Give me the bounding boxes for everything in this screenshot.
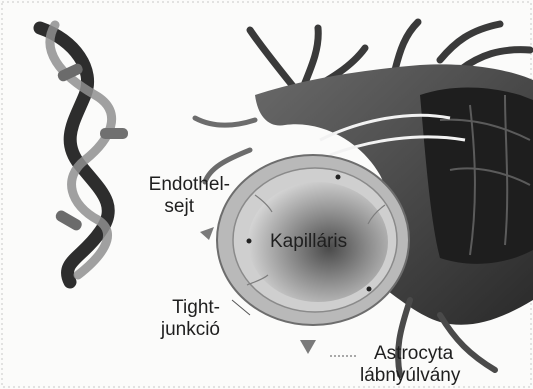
label-tight-line1: Tight- (120, 297, 220, 319)
endothelial-nucleus-3 (367, 287, 372, 292)
astrocyte-process-left (195, 118, 255, 182)
label-kapillaris: Kapilláris (270, 231, 347, 253)
foot-left (200, 227, 214, 240)
label-endothel-line1: Endothel- (126, 174, 230, 196)
label-endothel-line2: sejt (126, 196, 230, 218)
strand-bar-3 (54, 209, 84, 233)
label-astrocyta-line2: lábnyúlvány (360, 365, 460, 387)
label-tight-junkcio: Tight- junkció (120, 297, 220, 341)
label-astrocyta-line1: Astrocyta (360, 343, 460, 365)
label-endothel-sejt: Endothel- sejt (126, 174, 230, 218)
strand-bar-2 (100, 128, 128, 139)
endothelial-nucleus-2 (336, 175, 341, 180)
label-astrocyta-labnyulvany: Astrocyta lábnyúlvány (360, 343, 460, 387)
astrocyte-endfeet (420, 88, 533, 264)
foot-bottom (300, 340, 316, 354)
label-tight-line2: junkció (120, 319, 220, 341)
twisted-strand (40, 25, 128, 282)
endothelial-nucleus-1 (247, 239, 252, 244)
